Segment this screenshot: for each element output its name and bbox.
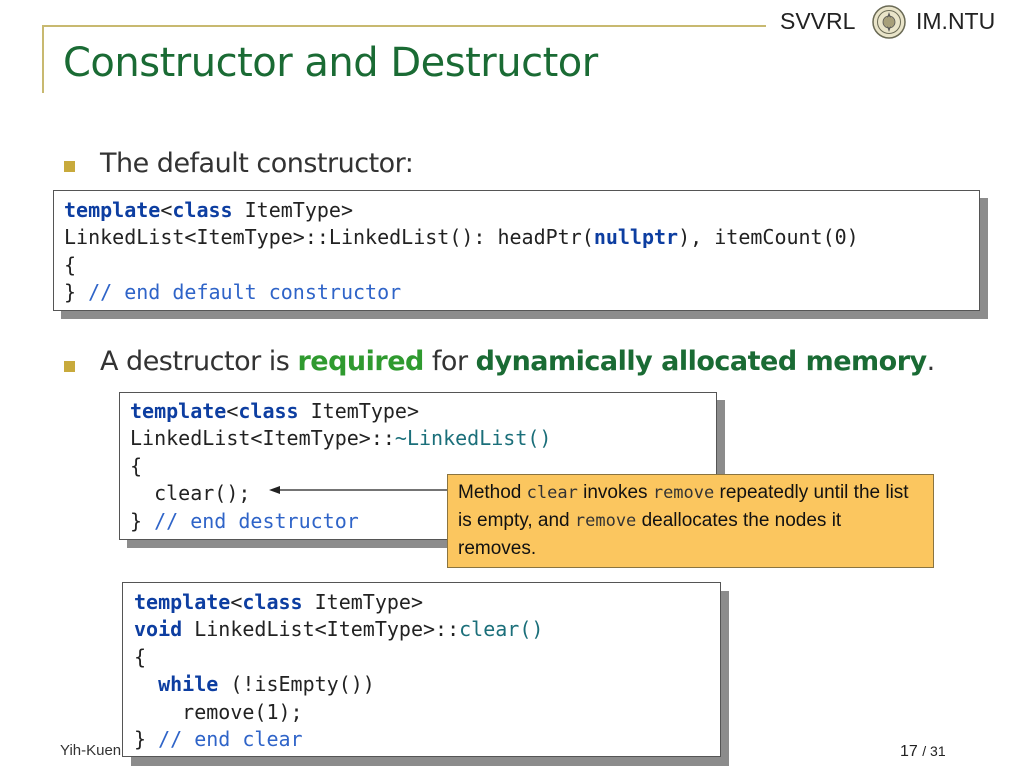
code-clear: template<class ItemType> void LinkedList<… bbox=[122, 582, 721, 757]
code-line: LinkedList<ItemType>::LinkedList(): head… bbox=[64, 225, 859, 250]
header-rule-left bbox=[42, 25, 44, 93]
code-line: remove(1); bbox=[134, 699, 303, 724]
code-line: { bbox=[64, 252, 77, 277]
code-line: void LinkedList<ItemType>::clear() bbox=[134, 617, 544, 642]
brand-left: SVVRL bbox=[780, 8, 856, 34]
bullet-marker bbox=[64, 161, 75, 172]
code-line: } // end destructor bbox=[130, 508, 359, 533]
code-constructor: template<class ItemType> LinkedList<ItemT… bbox=[53, 190, 980, 311]
code-line: template<class ItemType> bbox=[130, 399, 420, 423]
code-line: clear(); bbox=[130, 481, 251, 506]
code-line: } // end default constructor bbox=[64, 280, 402, 305]
callout-note: Method clear invokes remove repeatedly u… bbox=[447, 474, 934, 568]
header-rule-top bbox=[42, 25, 766, 27]
page-number: 17 / 31 bbox=[900, 743, 946, 760]
bullet-marker bbox=[64, 361, 75, 372]
slide-title: Constructor and Destructor bbox=[63, 40, 598, 86]
code-line: while (!isEmpty()) bbox=[158, 672, 375, 697]
code-line: { bbox=[130, 453, 143, 478]
bullet-destructor: A destructor is required for dynamically… bbox=[100, 346, 935, 377]
code-line: template<class ItemType> bbox=[64, 198, 354, 222]
code-line: template<class ItemType> bbox=[134, 590, 424, 614]
university-seal-icon bbox=[872, 5, 906, 39]
callout-arrow bbox=[269, 486, 449, 494]
bullet-default-constructor: The default constructor: bbox=[100, 148, 414, 179]
brand-right: IM.NTU bbox=[916, 8, 996, 34]
code-line: { bbox=[134, 644, 147, 669]
code-line: LinkedList<ItemType>::~LinkedList() bbox=[130, 426, 552, 451]
code-line: } // end clear bbox=[134, 727, 303, 752]
footer-author: Yih-Kuen bbox=[60, 742, 122, 759]
